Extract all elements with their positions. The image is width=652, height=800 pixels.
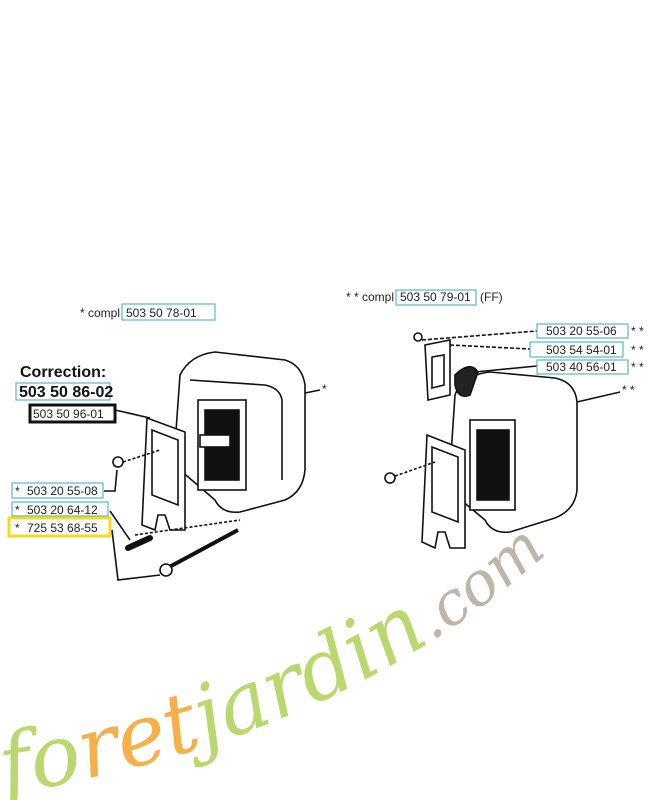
svg-text:foretjardin.com: foretjardin.com [0,511,557,800]
left-muffler-star: * [322,382,327,396]
highlight-box [7,516,112,538]
left-part-number[interactable]: 503 20 55-08 [27,484,98,498]
left-muffler-drawing [104,351,321,581]
correction-part[interactable]: 503 50 86-02 [19,384,113,401]
left-compl-part[interactable]: 503 50 78-01 [126,306,197,320]
right-compl-part[interactable]: 503 50 79-01 [400,290,471,304]
right-part-star: * * [631,343,644,357]
label-box [529,341,624,358]
right-compl-suffix: (FF) [480,290,503,304]
right-part-star: * * [631,360,644,374]
left-labels: * compl 503 50 78-01 Correction: 503 50 … [7,303,327,538]
left-part-star: * [15,503,20,517]
label-box [11,501,109,517]
left-compl-prefix: * compl [80,306,120,320]
label-box [395,289,477,306]
label-box [121,303,216,321]
right-part-number[interactable]: 503 20 55-06 [546,324,617,338]
left-part-number[interactable]: 503 20 64-12 [27,503,98,517]
right-part-number[interactable]: 503 54 54-01 [546,343,617,357]
label-box [15,382,111,401]
right-part-star: * * [631,324,644,338]
label-box [536,359,629,375]
left-part-number[interactable]: 725 53 68-55 [27,521,98,535]
left-part-star: * [15,521,20,535]
right-compl-prefix: * * compl [346,290,394,304]
left-part-star: * [15,484,20,498]
old-part[interactable]: 503 50 96-01 [33,407,104,421]
right-part-number[interactable]: 503 40 56-01 [546,360,617,374]
label-box [536,323,629,339]
right-labels: * * compl 503 50 79-01 (FF) 503 20 55-06… [346,289,644,397]
right-muffler-drawing [384,330,621,550]
right-muffler-star: * * [622,383,635,397]
label-box [11,482,104,499]
old-part-box [28,403,117,424]
correction-title: Correction: [20,364,106,381]
